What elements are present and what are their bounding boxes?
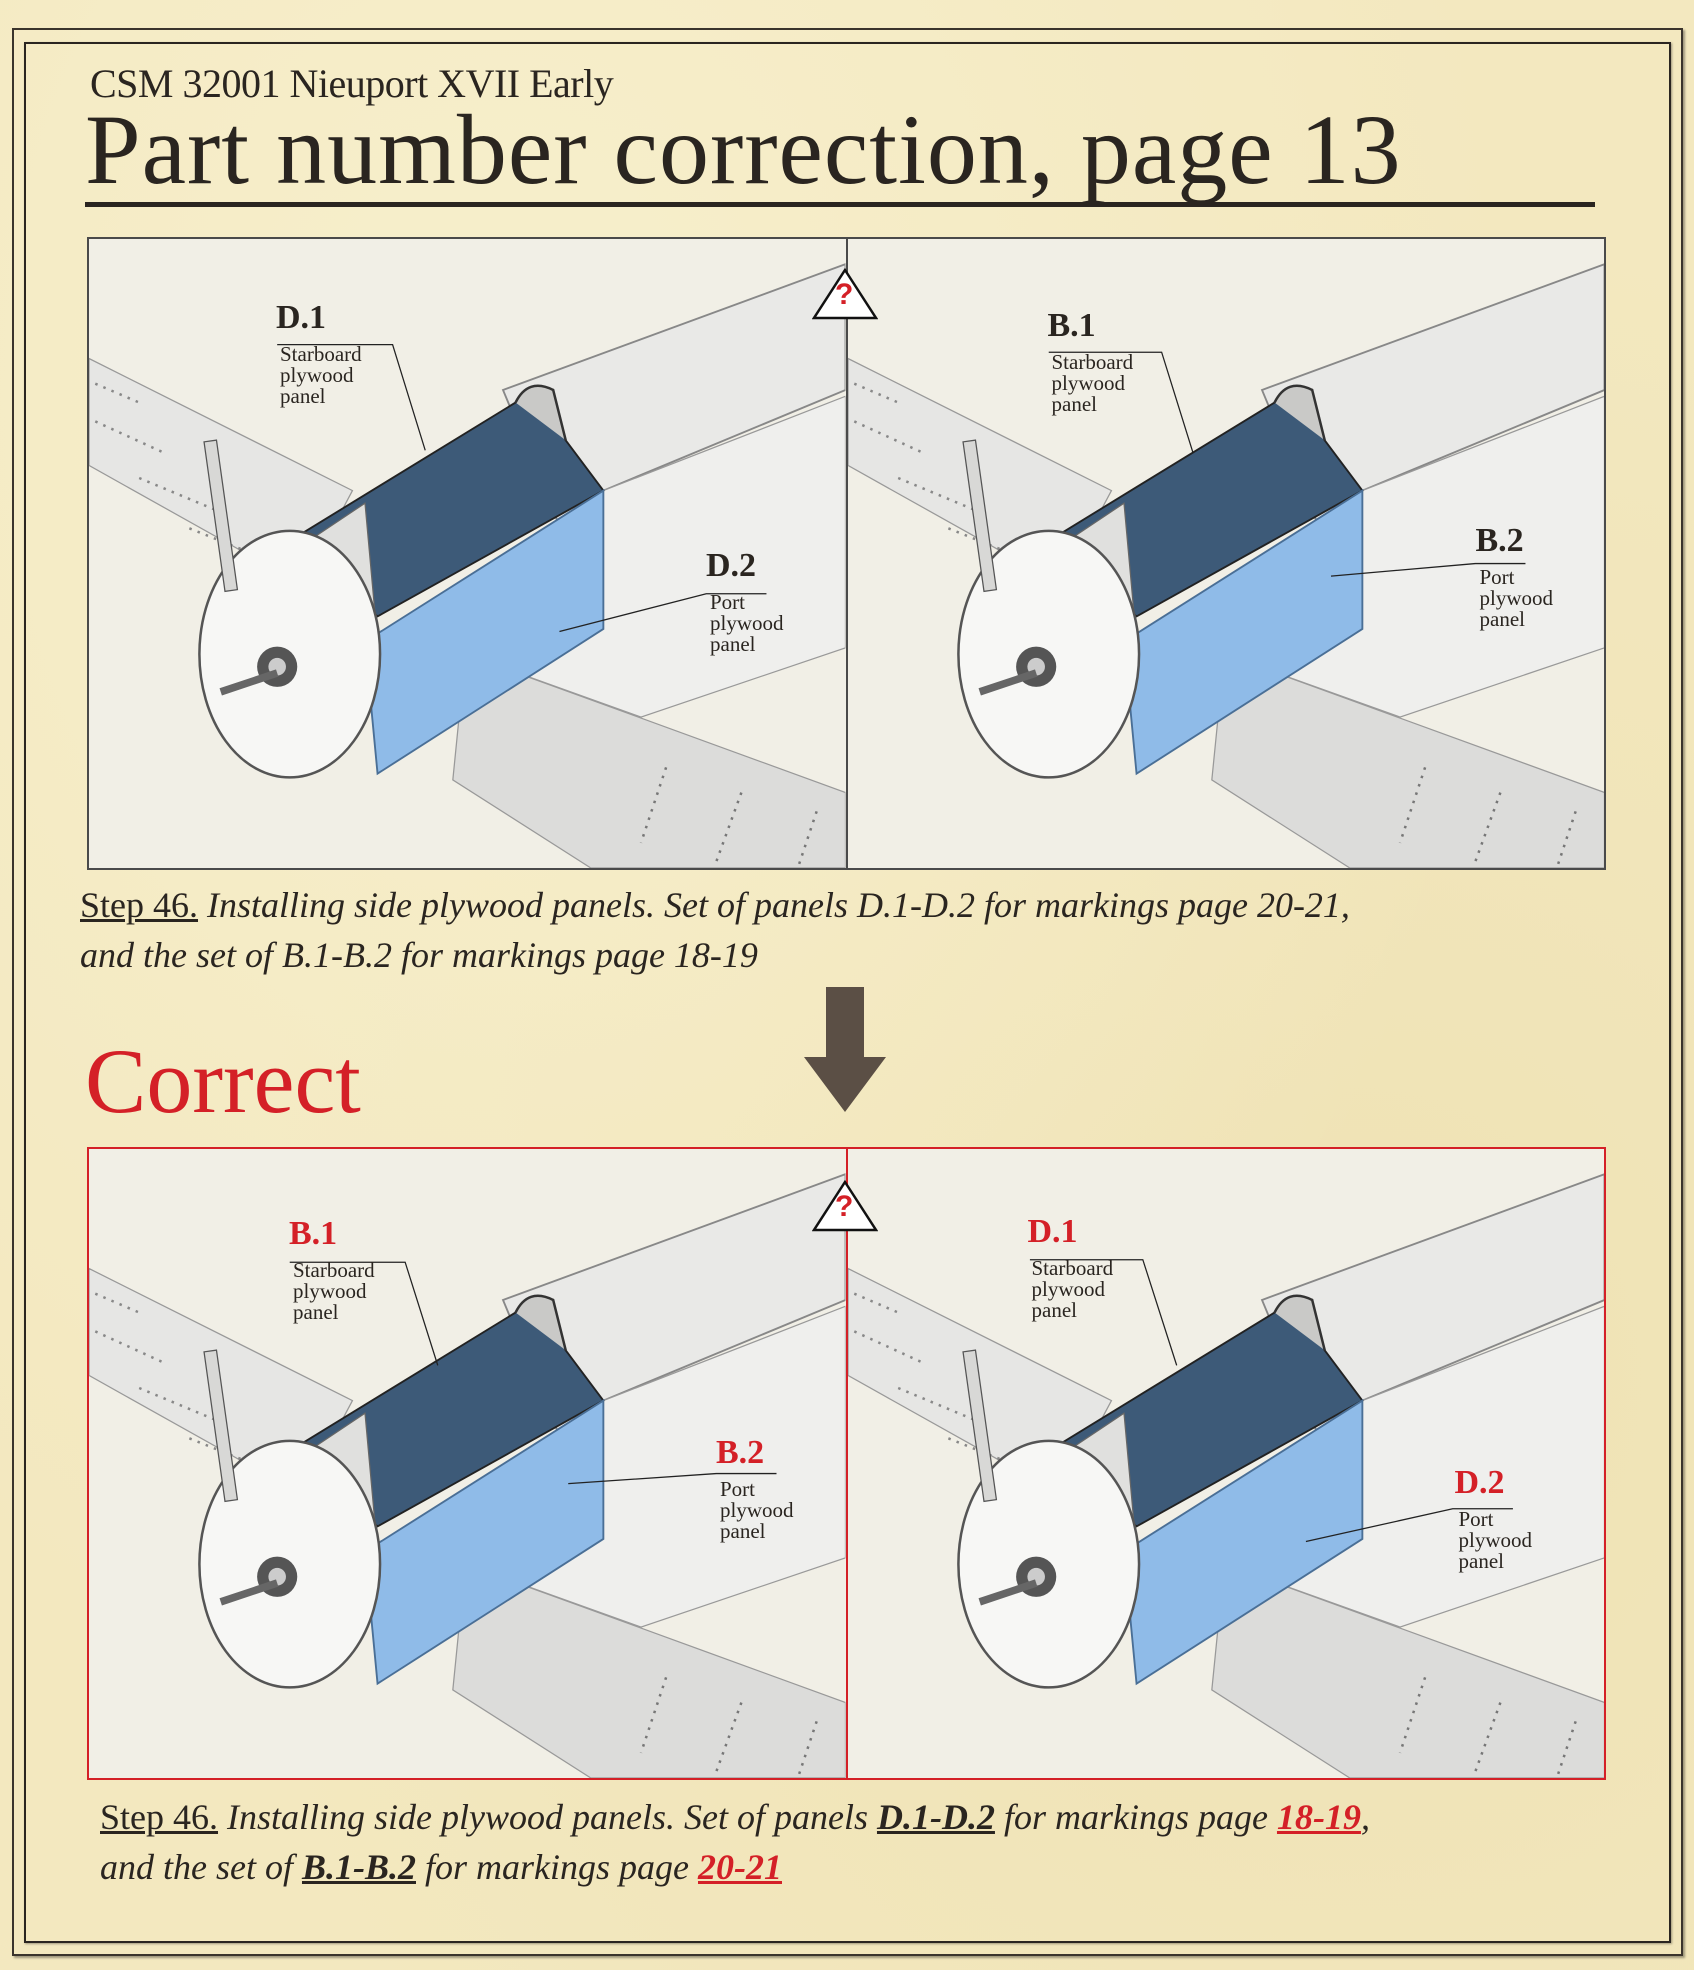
page-title: Part number correction, page 13 (85, 100, 1595, 207)
question-mark: ? (835, 278, 854, 311)
leader-lines (1029, 1259, 1513, 1543)
question-warning-icon (812, 268, 878, 320)
leader-lines (289, 1261, 777, 1485)
kit-subtitle: CSM 32001 Nieuport XVII Early (90, 61, 614, 106)
starboard-code: B.1 (289, 1215, 338, 1252)
question-warning-icon (812, 1180, 878, 1232)
starboard-code: B.1 (1047, 307, 1096, 344)
starboard-code: D.1 (276, 299, 327, 336)
leader-lines (277, 344, 767, 633)
correct-heading: Correct (85, 1030, 361, 1132)
leader-lines (1048, 351, 1525, 577)
question-mark: ? (835, 1190, 854, 1223)
inner-frame (24, 42, 1671, 1943)
port-code: D.2 (706, 547, 757, 584)
original-step-text: Step 46. Installing side plywood panels.… (80, 885, 1350, 975)
port-code: D.2 (1454, 1464, 1505, 1501)
down-arrow-icon (804, 987, 886, 1112)
outer-frame (12, 28, 1683, 1956)
corrected-step-text: Step 46. Installing side plywood panels.… (100, 1797, 1370, 1887)
starboard-code: D.1 (1027, 1213, 1078, 1250)
port-code: B.2 (716, 1434, 765, 1471)
port-code: B.2 (1475, 522, 1524, 559)
